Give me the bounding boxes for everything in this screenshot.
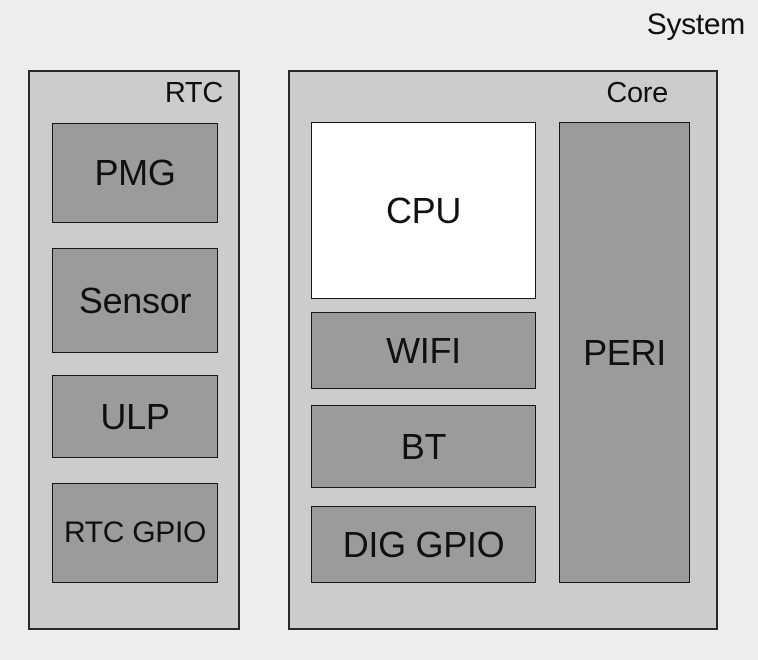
block-rtc-gpio: RTC GPIO — [52, 483, 218, 583]
core-group-label: Core — [606, 77, 668, 109]
block-cpu: CPU — [311, 122, 536, 299]
block-dig-gpio: DIG GPIO — [311, 506, 536, 583]
group-rtc-domain: RTC PMG Sensor ULP RTC GPIO — [28, 70, 240, 630]
block-peri: PERI — [559, 122, 690, 583]
block-wifi: WIFI — [311, 312, 536, 389]
block-sensor: Sensor — [52, 248, 218, 353]
block-bt: BT — [311, 405, 536, 488]
group-core-domain: Core CPU WIFI BT DIG GPIO PERI — [288, 70, 718, 630]
block-pmg: PMG — [52, 123, 218, 223]
rtc-group-label: RTC — [164, 77, 223, 109]
block-ulp: ULP — [52, 375, 218, 458]
system-title: System — [646, 8, 746, 41]
